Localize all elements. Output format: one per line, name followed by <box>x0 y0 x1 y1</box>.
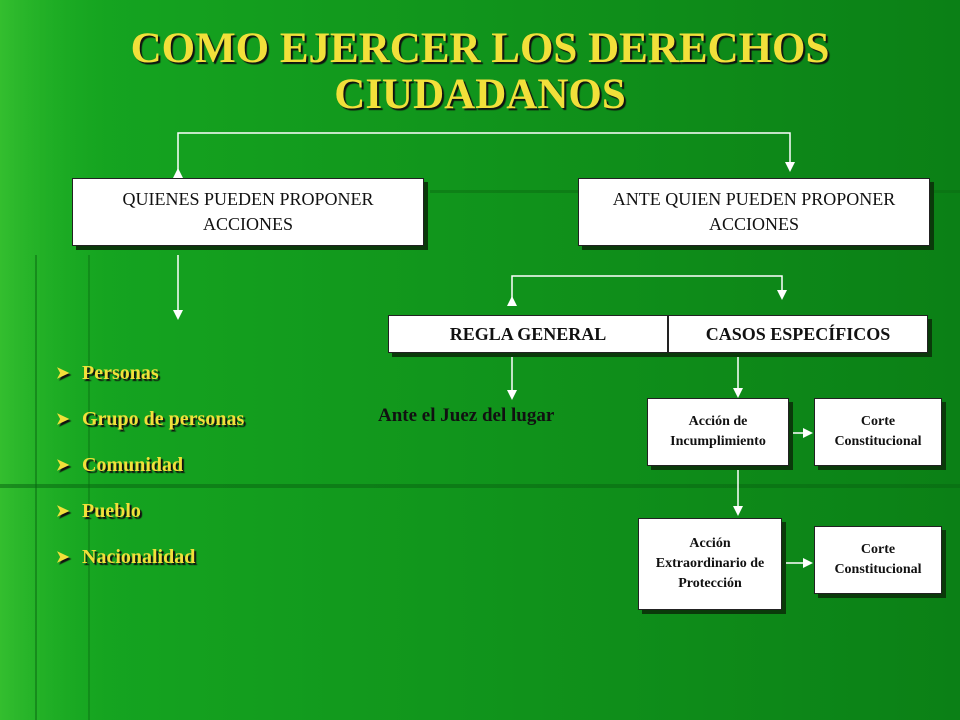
arrowhead-bullet-icon: ➤ <box>56 365 70 382</box>
text-ante-el-juez: Ante el Juez del lugar <box>378 405 555 426</box>
list-item: ➤ Grupo de personas <box>56 396 244 442</box>
connector-top <box>173 132 795 178</box>
box-corte-constitucional-2: Corte Constitucional <box>814 526 942 594</box>
box-corte-constitucional-1: Corte Constitucional <box>814 398 942 466</box>
list-item-label: Nacionalidad <box>82 545 196 568</box>
list-item-label: Comunidad <box>82 453 184 476</box>
slide-title: COMO EJERCER LOS DERECHOS CIUDADANOS <box>130 25 830 118</box>
box-accion-incumplimiento: Acción de Incumplimiento <box>647 398 789 466</box>
arrowhead-bullet-icon: ➤ <box>56 549 70 566</box>
box-casos-especificos: CASOS ESPECÍFICOS <box>668 315 928 353</box>
list-item: ➤ Nacionalidad <box>56 534 244 580</box>
list-item-label: Pueblo <box>82 499 141 522</box>
box-accion-extraordinaria: Acción Extraordinario de Protección <box>638 518 782 610</box>
box-regla-general: REGLA GENERAL <box>388 315 668 353</box>
box-quienes-pueden: QUIENES PUEDEN PROPONER ACCIONES <box>72 178 424 246</box>
connector-branch <box>507 275 787 306</box>
list-item: ➤ Comunidad <box>56 442 244 488</box>
list-item: ➤ Personas <box>56 350 244 396</box>
arrowhead-bullet-icon: ➤ <box>56 411 70 428</box>
list-item: ➤ Pueblo <box>56 488 244 534</box>
list-item-label: Personas <box>82 361 159 384</box>
proponents-list: ➤ Personas ➤ Grupo de personas ➤ Comunid… <box>56 350 244 580</box>
arrowhead-bullet-icon: ➤ <box>56 503 70 520</box>
box-ante-quien-pueden: ANTE QUIEN PUEDEN PROPONER ACCIONES <box>578 178 930 246</box>
list-item-label: Grupo de personas <box>82 407 245 430</box>
arrowhead-bullet-icon: ➤ <box>56 457 70 474</box>
